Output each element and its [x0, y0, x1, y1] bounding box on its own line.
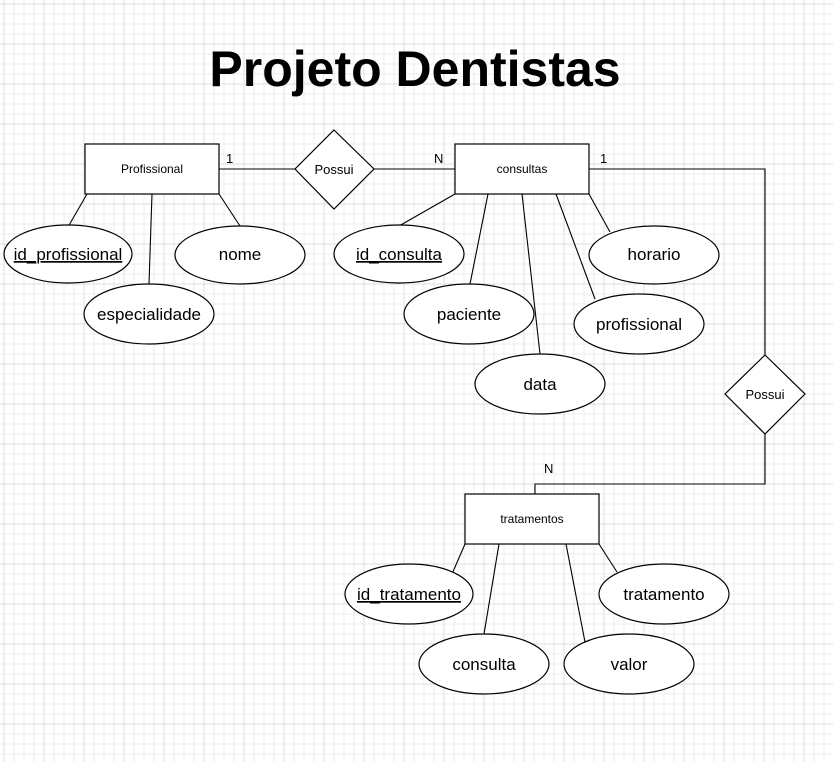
edge-possui2-tratamentos: [534, 434, 766, 494]
attribute-id-profissional-label: id_profissional: [14, 245, 123, 264]
attribute-horario[interactable]: horario: [588, 225, 720, 285]
attribute-tratamento[interactable]: tratamento: [598, 563, 730, 625]
attribute-nome[interactable]: nome: [174, 225, 306, 285]
edge-trat-consulta: [483, 543, 500, 635]
edge-trat-valor: [565, 543, 586, 643]
edge-cons-horario: [588, 193, 611, 233]
edge-trat-id: [451, 543, 466, 575]
attribute-horario-label: horario: [628, 245, 681, 264]
relationship-possui-2[interactable]: Possui: [724, 354, 806, 435]
relationship-possui-2-label: Possui: [745, 387, 784, 402]
attribute-especialidade-label: especialidade: [97, 305, 201, 324]
relationship-possui-1[interactable]: Possui: [294, 129, 375, 210]
cardinality-tratamentos: N: [544, 461, 553, 476]
edge-consultas-possui2: [589, 168, 766, 355]
attribute-consulta[interactable]: consulta: [418, 633, 550, 695]
entity-tratamentos[interactable]: tratamentos: [464, 493, 600, 545]
attribute-paciente-label: paciente: [437, 305, 501, 324]
attribute-consulta-label: consulta: [452, 655, 516, 674]
entity-profissional[interactable]: Profissional: [84, 143, 220, 195]
edge-prof-especialidade: [148, 193, 153, 285]
entity-consultas-label: consultas: [497, 162, 548, 176]
attribute-tratamento-label: tratamento: [623, 585, 704, 604]
edge-cons-paciente: [469, 193, 489, 285]
cardinality-consultas-right: 1: [600, 151, 607, 166]
attribute-data-label: data: [523, 375, 557, 394]
attribute-id-tratamento[interactable]: id_tratamento: [344, 563, 474, 625]
attribute-id-tratamento-label: id_tratamento: [357, 585, 461, 604]
entity-tratamentos-label: tratamentos: [500, 512, 563, 526]
diagram-title: Projeto Dentistas: [209, 41, 620, 97]
edge-cons-data: [521, 193, 541, 355]
edge-prof-nome: [218, 193, 241, 227]
entity-consultas[interactable]: consultas: [454, 143, 590, 195]
edge-cons-id: [398, 193, 456, 227]
entity-profissional-label: Profissional: [121, 162, 183, 176]
cardinality-profissional: 1: [226, 151, 233, 166]
attribute-id-consulta-label: id_consulta: [356, 245, 443, 264]
attribute-paciente[interactable]: paciente: [403, 283, 535, 345]
attribute-valor[interactable]: valor: [563, 633, 695, 695]
attribute-profissional-label: profissional: [596, 315, 682, 334]
attribute-especialidade[interactable]: especialidade: [83, 283, 215, 345]
relationship-possui-1-label: Possui: [314, 162, 353, 177]
attribute-data[interactable]: data: [474, 353, 606, 415]
attribute-nome-label: nome: [219, 245, 262, 264]
attribute-valor-label: valor: [611, 655, 648, 674]
cardinality-consultas-left: N: [434, 151, 443, 166]
attribute-profissional[interactable]: profissional: [573, 293, 705, 355]
attribute-id-profissional[interactable]: id_profissional: [3, 224, 133, 284]
edge-prof-id: [67, 193, 88, 228]
attribute-id-consulta[interactable]: id_consulta: [333, 224, 465, 284]
connectors: [67, 168, 766, 643]
edge-cons-profissional: [555, 193, 596, 300]
edge-trat-tratamento: [598, 543, 618, 573]
